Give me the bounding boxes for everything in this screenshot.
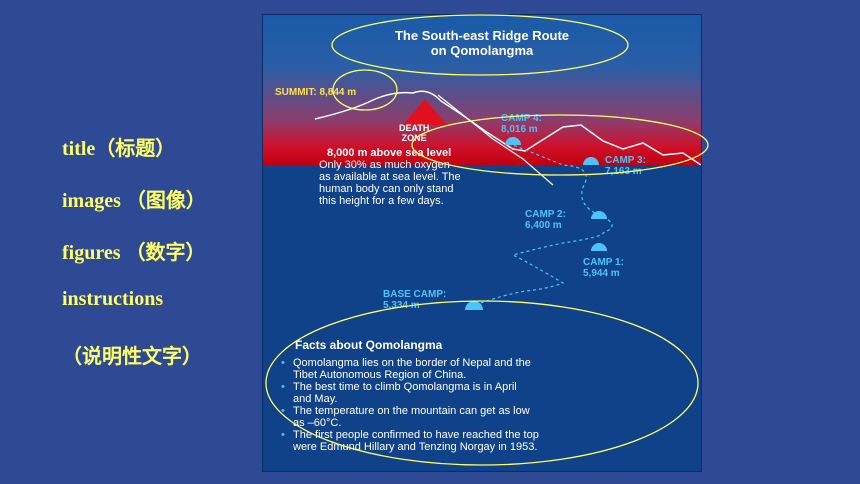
label-images: images （图像） <box>62 190 206 212</box>
camp2-dome <box>591 211 607 219</box>
bullet-icon: • <box>281 381 285 393</box>
basecamp-label: BASE CAMP: 5,334 m <box>383 289 447 311</box>
label-title: title（标题） <box>62 138 176 160</box>
route-path <box>474 144 613 306</box>
camp1-dome <box>591 243 607 251</box>
label-instructions-cn: （说明性文字） <box>62 346 202 368</box>
bullet-icon: • <box>281 405 285 417</box>
mountain-illustration <box>314 90 701 310</box>
label-instructions: instructions <box>62 288 164 310</box>
camp4-dome <box>505 137 521 145</box>
poster-sky <box>263 15 701 165</box>
sea-level-heading: 8,000 m above sea level <box>327 147 452 159</box>
camp4-label: CAMP 4: 8,016 m <box>501 113 542 135</box>
fact-item: • The temperature on the mountain can ge… <box>281 405 530 429</box>
camp3-dome <box>583 157 599 165</box>
poster-title: The South-east Ridge Route on Qomolangma <box>394 28 570 58</box>
bullet-icon: • <box>281 429 285 441</box>
camp4-highlight-ellipse <box>411 114 709 176</box>
summit-highlight-ellipse <box>332 69 398 111</box>
bullet-icon: • <box>281 357 285 369</box>
fact-item: • Qomolangma lies on the border of Nepal… <box>281 357 531 381</box>
route-poster: The South-east Ridge Route on Qomolangma… <box>262 14 702 472</box>
basecamp-dome <box>465 301 483 310</box>
fact-item: • The best time to climb Qomolangma is i… <box>281 381 517 405</box>
camp2-label: CAMP 2: 6,400 m <box>525 209 566 231</box>
facts-highlight-ellipse <box>265 300 699 466</box>
ridge-line <box>437 94 554 186</box>
oxygen-note: Only 30% as much oxygen as available at … <box>319 159 461 207</box>
summit-label: SUMMIT: 8,844 m <box>275 87 357 98</box>
camp1-label: CAMP 1: 5,944 m <box>583 257 624 279</box>
death-zone-marker <box>403 99 447 125</box>
facts-heading: Facts about Qomolangma <box>295 338 443 352</box>
camp3-label: CAMP 3: 7,163 m <box>605 155 646 177</box>
mountain-outline <box>314 90 701 166</box>
fact-item: • The first people confirmed to have rea… <box>281 429 539 453</box>
death-zone-label: DEATH ZONE <box>399 123 430 143</box>
title-highlight-ellipse <box>331 14 629 76</box>
label-figures: figures （数字） <box>62 242 206 264</box>
